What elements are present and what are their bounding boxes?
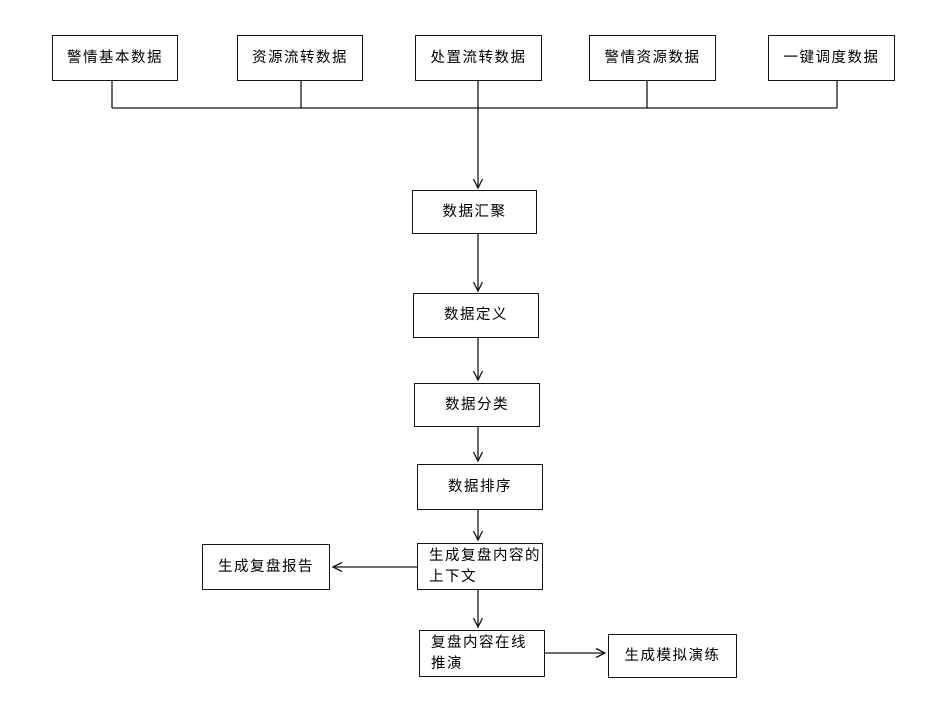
node-label: 警情资源数据	[604, 49, 701, 66]
node-one-key-dispatch-data: 一键调度数据	[768, 35, 895, 81]
node-label: 生成复盘内容的 上下文	[429, 546, 541, 588]
node-disposal-flow-data: 处置流转数据	[415, 35, 542, 81]
node-online-deduction: 复盘内容在线 推演	[419, 630, 545, 677]
node-data-sorting: 数据排序	[417, 464, 543, 510]
node-data-aggregation: 数据汇聚	[412, 190, 537, 234]
node-label: 数据分类	[445, 396, 509, 413]
node-data-classification: 数据分类	[414, 383, 540, 427]
node-label: 数据排序	[448, 478, 512, 495]
node-label-line2: 推演	[431, 655, 463, 672]
node-generate-replay-report: 生成复盘报告	[202, 544, 330, 590]
node-label-line1: 生成复盘内容的	[429, 547, 541, 564]
node-alert-resource-data: 警情资源数据	[589, 35, 716, 81]
node-label: 数据定义	[444, 307, 508, 323]
node-label: 一键调度数据	[783, 49, 880, 66]
node-label: 资源流转数据	[252, 49, 348, 66]
node-label: 复盘内容在线 推演	[431, 633, 527, 675]
node-generate-simulation-drill: 生成模拟演练	[608, 634, 737, 678]
node-label-line1: 复盘内容在线	[431, 634, 527, 651]
node-replay-context: 生成复盘内容的 上下文	[417, 543, 543, 590]
node-label: 处置流转数据	[430, 49, 527, 66]
node-data-definition: 数据定义	[413, 293, 539, 338]
node-label: 警情基本数据	[67, 49, 163, 66]
node-label-line2: 上下文	[429, 568, 477, 585]
node-alert-basic-data: 警情基本数据	[52, 35, 178, 81]
node-resource-flow-data: 资源流转数据	[237, 35, 363, 81]
node-label: 数据汇聚	[442, 203, 507, 220]
node-label: 生成复盘报告	[218, 558, 314, 575]
node-label: 生成模拟演练	[624, 647, 721, 664]
